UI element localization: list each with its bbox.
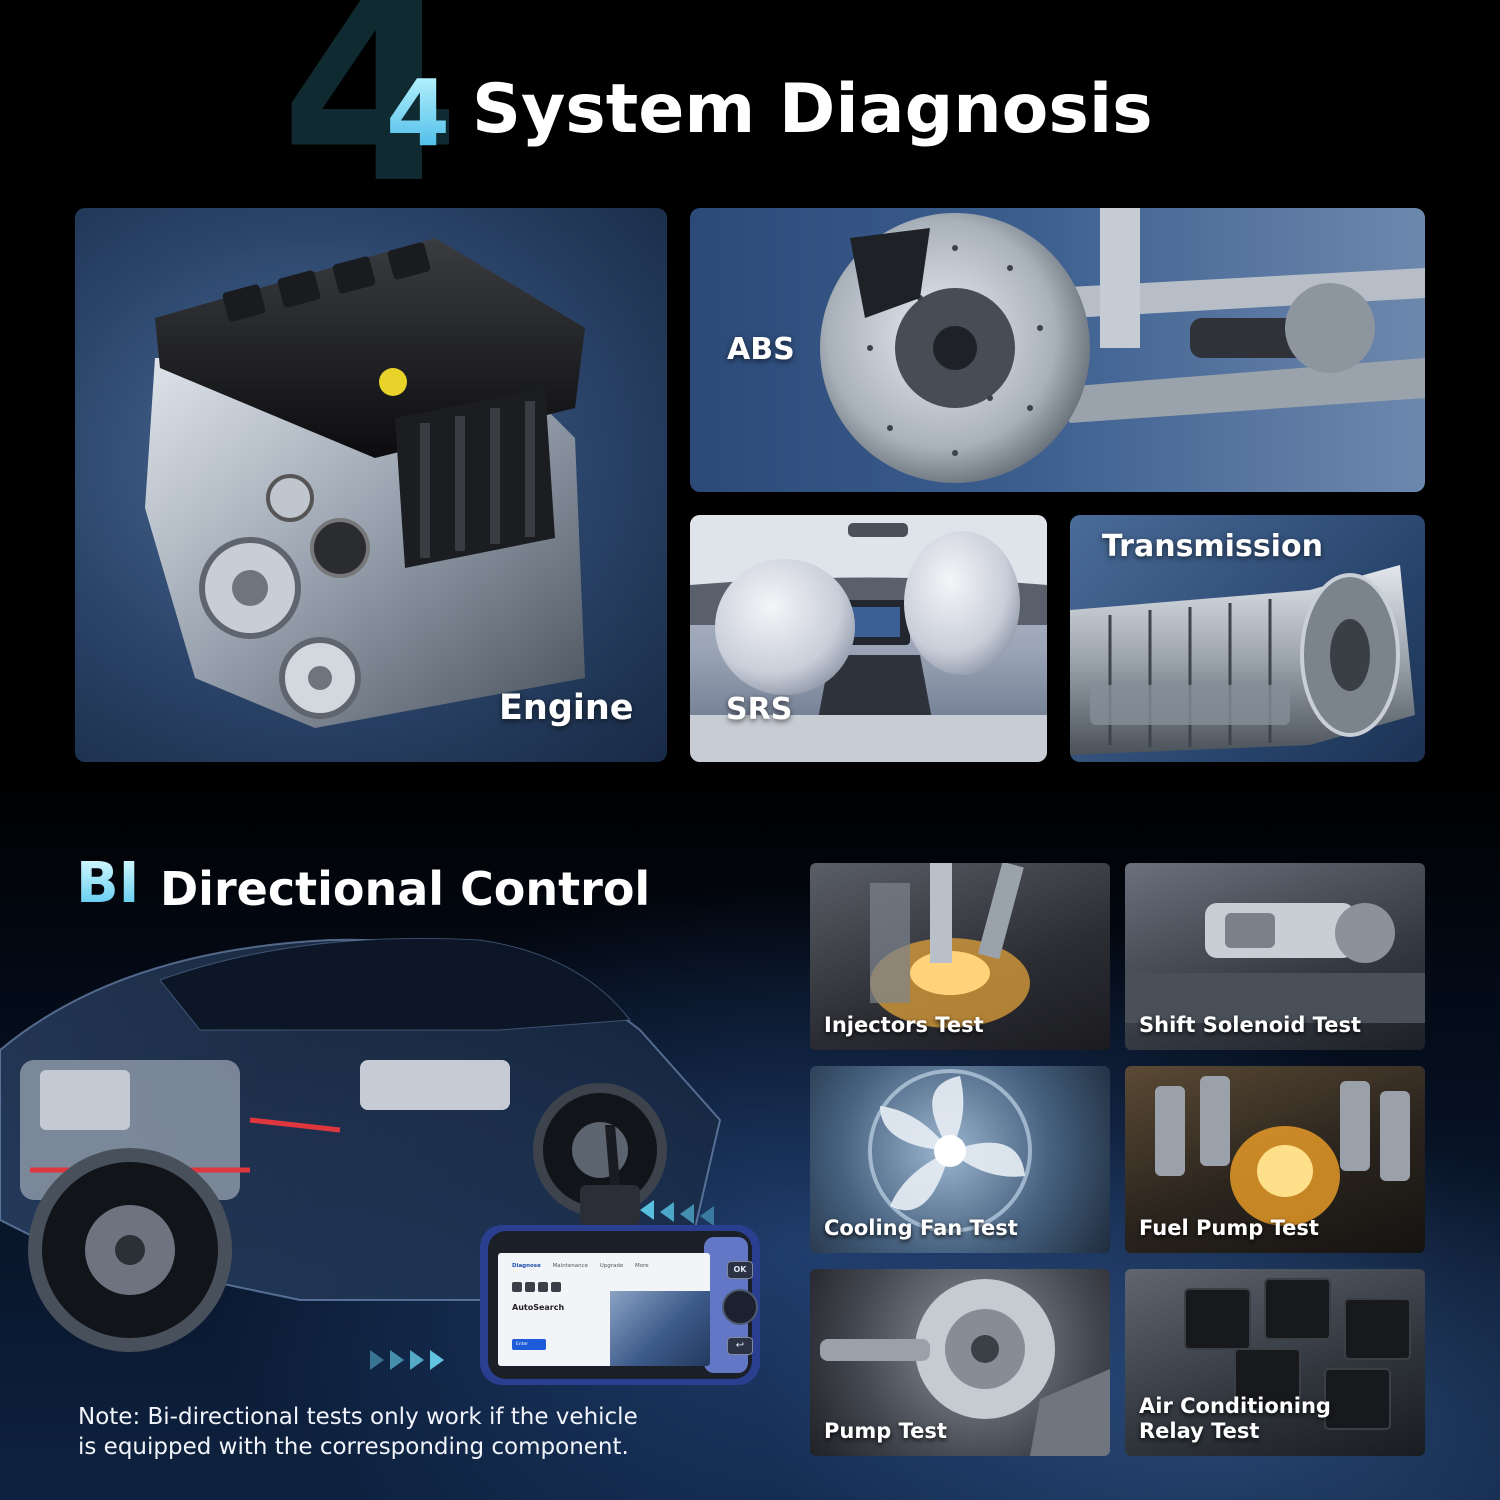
- cooling-fan-test-card: Cooling Fan Test: [810, 1066, 1110, 1253]
- heading-number-small: 4: [386, 60, 451, 167]
- abs-illustration: [820, 208, 1425, 483]
- system-diagnosis-title: System Diagnosis: [472, 70, 1153, 149]
- function-icon[interactable]: [525, 1282, 535, 1292]
- bi-prefix: BI: [76, 851, 140, 916]
- transmission-label: Transmission: [1102, 529, 1323, 564]
- engine-label: Engine: [499, 688, 634, 728]
- srs-label: SRS: [726, 692, 793, 727]
- device-function-icons: [512, 1277, 564, 1296]
- fuel-pump-test-label: Fuel Pump Test: [1139, 1216, 1319, 1240]
- injectors-test-card: Injectors Test: [810, 863, 1110, 1050]
- enter-button[interactable]: Enter: [512, 1339, 546, 1350]
- fuel-pump-illustration: [1155, 1076, 1410, 1226]
- direction-pad[interactable]: [722, 1289, 758, 1325]
- srs-panel: SRS: [690, 515, 1047, 762]
- directional-control-title: Directional Control: [160, 862, 651, 916]
- back-button[interactable]: ↩: [727, 1337, 753, 1355]
- srs-illustration: [690, 515, 1047, 762]
- relay-illustration: [1184, 1278, 1411, 1430]
- transparent-car-illustration: [0, 937, 722, 1370]
- engine-illustration: [145, 238, 585, 728]
- device-tabs: Diagnose Maintenance Upgrade More: [512, 1263, 659, 1269]
- cooling-fan-test-label: Cooling Fan Test: [824, 1216, 1018, 1240]
- ac-relay-test-label: Air Conditioning Relay Test: [1139, 1394, 1331, 1444]
- pump-illustration: [820, 1279, 1110, 1456]
- transmission-illustration: [1070, 565, 1415, 755]
- cooling-fan-illustration: [868, 1069, 1032, 1233]
- function-icon[interactable]: [551, 1282, 561, 1292]
- bidirectional-note: Note: Bi-directional tests only work if …: [78, 1402, 778, 1462]
- tab-more[interactable]: More: [635, 1263, 649, 1269]
- ac-relay-label-line-1: Air Conditioning: [1139, 1394, 1331, 1418]
- injectors-illustration: [870, 863, 1030, 1028]
- tab-upgrade[interactable]: Upgrade: [599, 1263, 624, 1269]
- device-screen-photo: [610, 1291, 710, 1366]
- function-icon[interactable]: [512, 1282, 522, 1292]
- heading-number-large: 4: [280, 0, 461, 241]
- engine-panel: Engine: [75, 208, 667, 762]
- shift-solenoid-test-label: Shift Solenoid Test: [1139, 1013, 1361, 1037]
- fuel-pump-test-card: Fuel Pump Test: [1125, 1066, 1425, 1253]
- autosearch-title: AutoSearch: [512, 1303, 565, 1312]
- note-line-1: Note: Bi-directional tests only work if …: [78, 1404, 638, 1430]
- shift-solenoid-test-card: Shift Solenoid Test: [1125, 863, 1425, 1050]
- ac-relay-label-line-2: Relay Test: [1139, 1419, 1260, 1443]
- pump-test-card: Pump Test: [810, 1269, 1110, 1456]
- tab-diagnose[interactable]: Diagnose: [512, 1263, 541, 1269]
- abs-label: ABS: [727, 332, 795, 367]
- device-screen[interactable]: Diagnose Maintenance Upgrade More AutoSe…: [498, 1253, 710, 1366]
- tab-maintenance[interactable]: Maintenance: [552, 1263, 588, 1269]
- transmission-panel: Transmission: [1070, 515, 1425, 762]
- shift-solenoid-illustration: [1125, 903, 1425, 1023]
- ok-button[interactable]: OK: [727, 1261, 753, 1279]
- abs-panel: ABS: [690, 208, 1425, 492]
- pump-test-label: Pump Test: [824, 1419, 947, 1443]
- injectors-test-label: Injectors Test: [824, 1013, 984, 1037]
- ac-relay-test-card: Air Conditioning Relay Test: [1125, 1269, 1425, 1456]
- note-line-2: is equipped with the corresponding compo…: [78, 1434, 629, 1460]
- function-icon[interactable]: [538, 1282, 548, 1292]
